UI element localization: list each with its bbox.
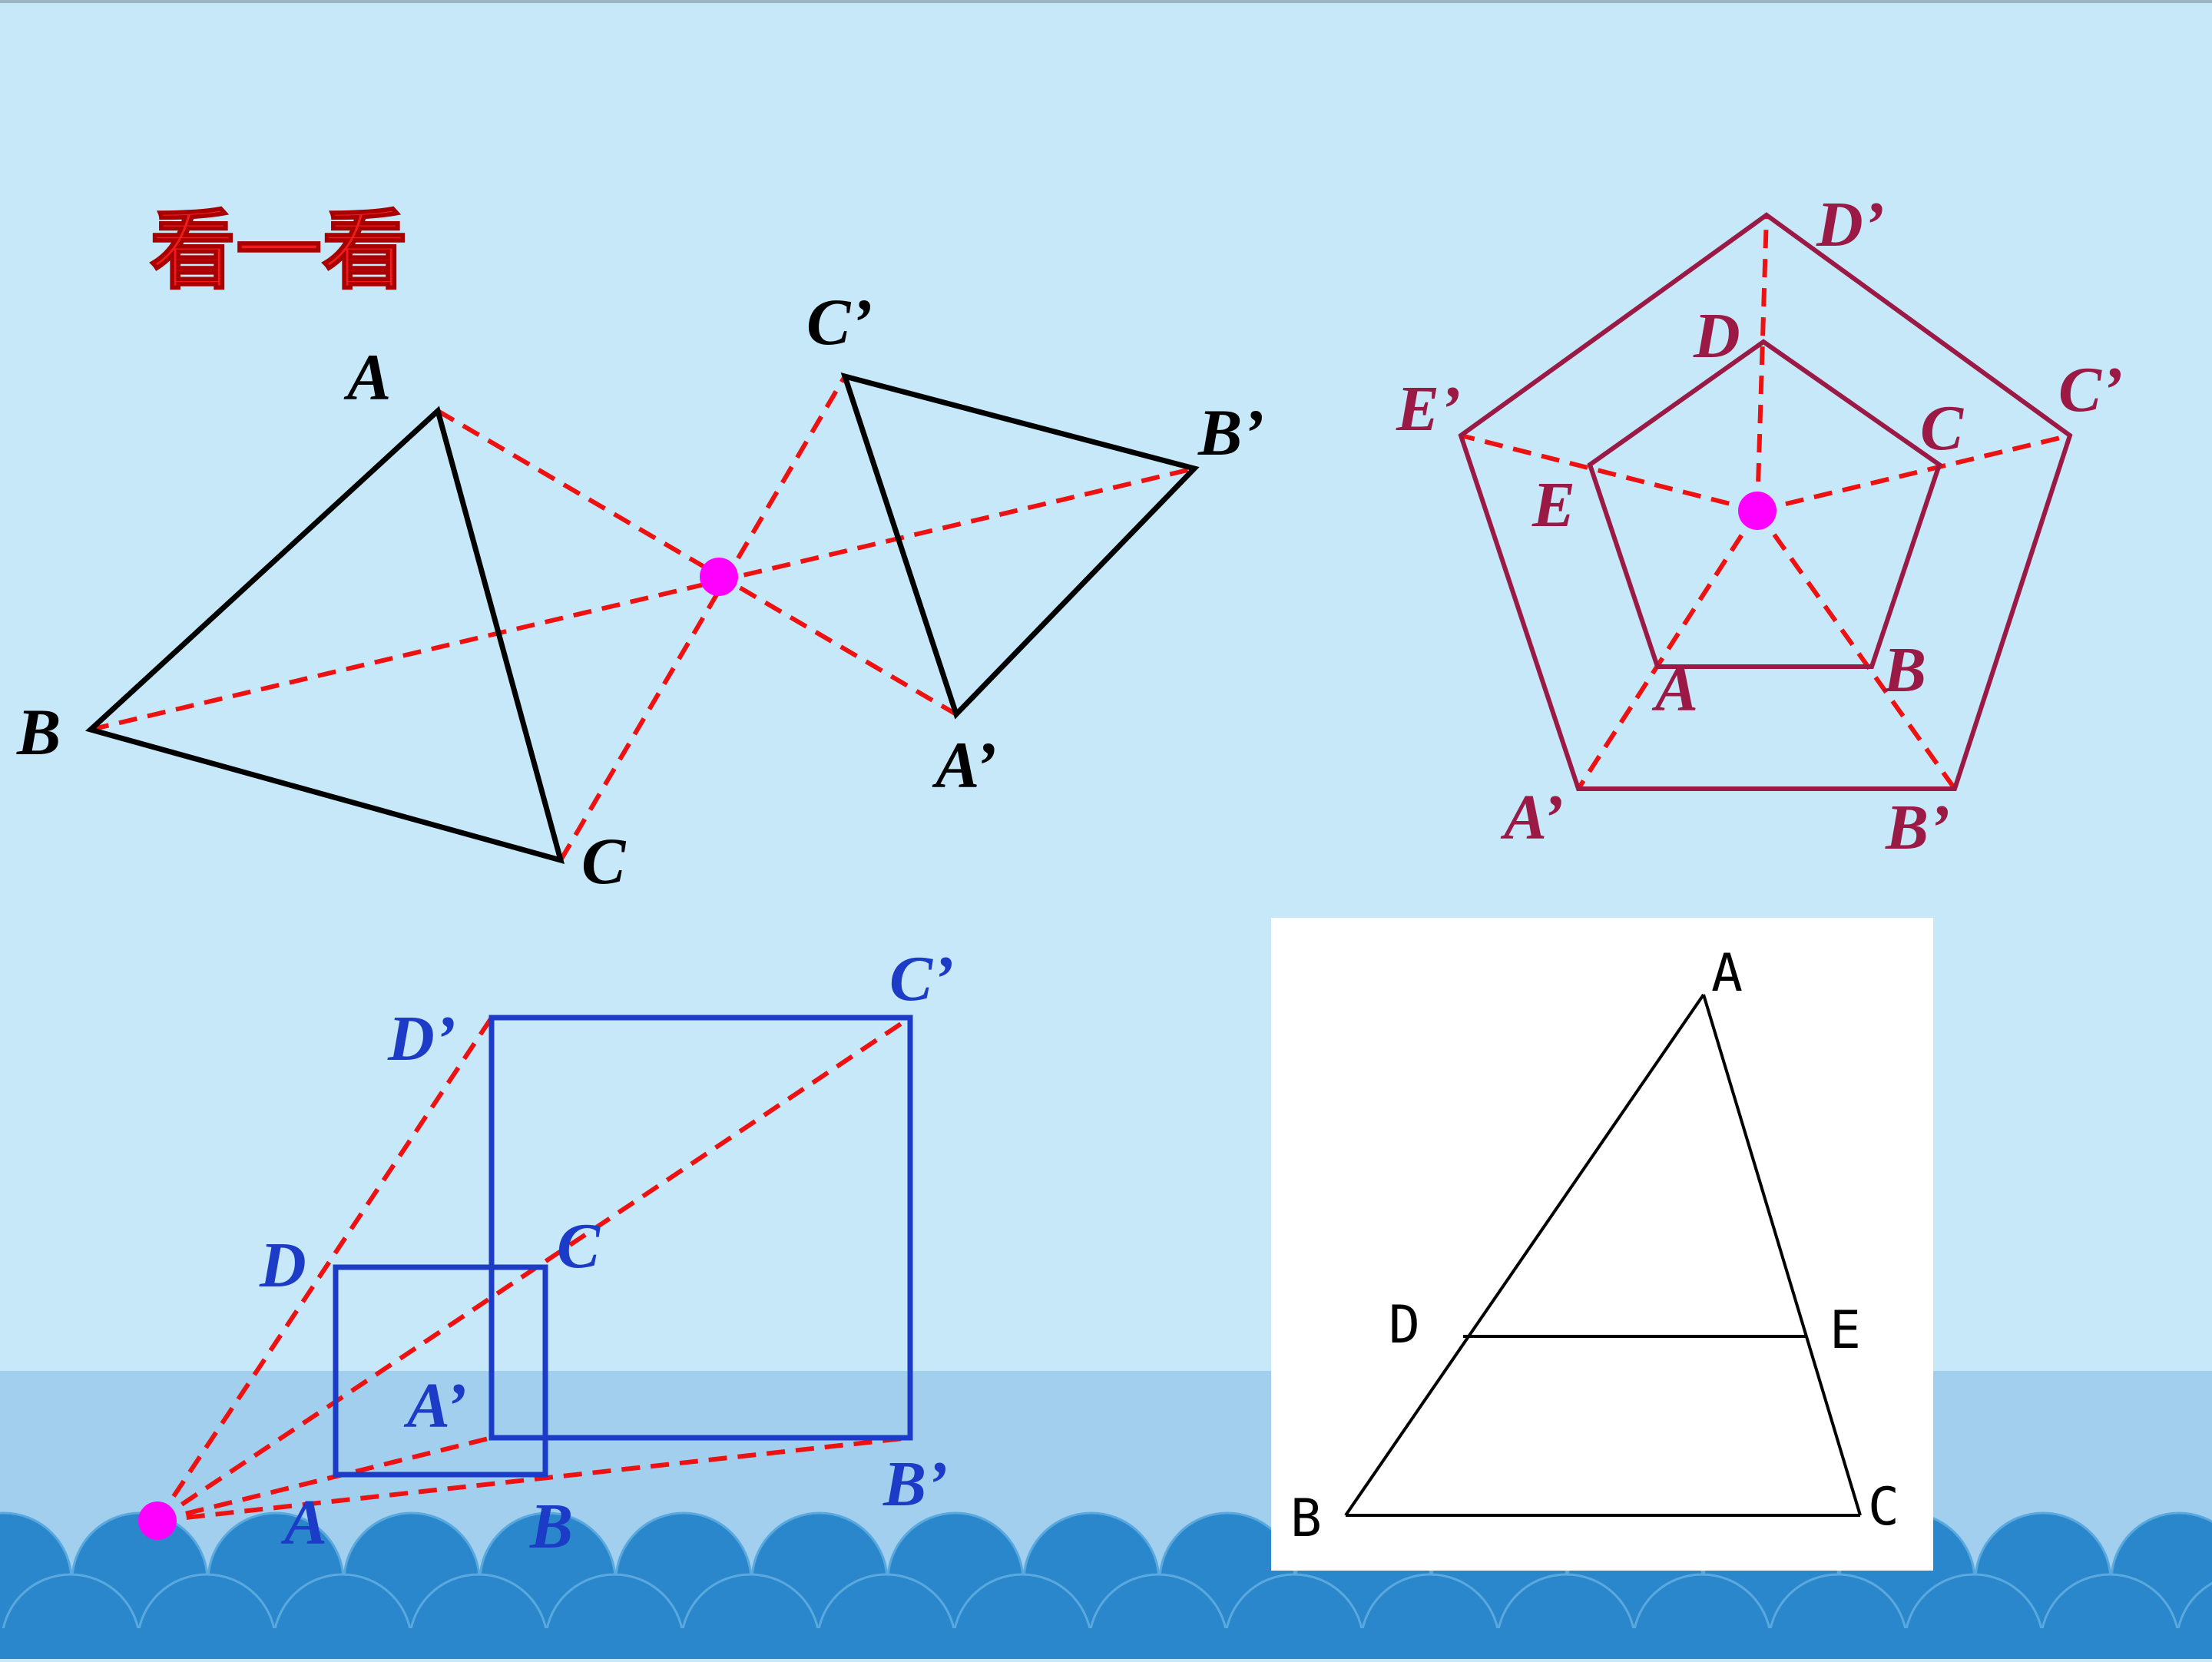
segment-ab (1344, 993, 1705, 1517)
label-tri-a1: A’ (932, 728, 997, 802)
pentagon-outer (1458, 212, 2073, 791)
label-tri-c1: C’ (806, 285, 873, 359)
label-fig-d: D (1389, 1295, 1420, 1356)
label-pent-b: B (1883, 634, 1926, 706)
square-labels: A B C D A’ B’ C’ D’ (259, 943, 954, 1562)
dashed-line-o-b1 (157, 1435, 911, 1523)
label-sq-a1: A’ (403, 1370, 467, 1442)
dashed-line-c-c1 (558, 375, 847, 862)
label-tri-b: B (16, 695, 61, 769)
dashed-line-a-a1 (436, 409, 958, 717)
label-pent-a: A (1651, 654, 1698, 725)
figure-lines (1344, 993, 1862, 1517)
label-sq-b: B (529, 1491, 573, 1562)
square-figure: A B C D A’ B’ C’ D’ (138, 943, 954, 1562)
wave-base (0, 1628, 2212, 1659)
label-sq-a: A (280, 1487, 327, 1558)
dashed-line-o-d1 (155, 1016, 494, 1522)
label-sq-b1: B’ (882, 1448, 948, 1520)
triangle-abc (84, 406, 565, 865)
label-fig-e: E (1830, 1300, 1861, 1361)
slide-title: 看一看 (150, 200, 408, 301)
dashed-line-c-c1 (1757, 433, 2071, 513)
label-pent-c: C (1920, 392, 1964, 464)
dashed-line-a-a1 (1576, 509, 1760, 790)
center-point-3 (138, 1501, 177, 1540)
center-point-2 (1738, 492, 1777, 530)
label-fig-c: C (1868, 1477, 1899, 1538)
trapezoid-figure: A B C D E (1271, 918, 1933, 1571)
figure-labels: A B C D E (1290, 943, 1899, 1549)
label-fig-b: B (1290, 1488, 1322, 1549)
square-small (333, 1264, 548, 1478)
triangle-labels: A B C A’ B’ C’ (16, 285, 1264, 898)
label-pent-e1: E’ (1396, 373, 1461, 445)
label-tri-b1: B’ (1197, 396, 1264, 469)
label-pent-b1: B’ (1885, 792, 1950, 863)
label-pent-d: D (1693, 300, 1740, 372)
wave-decoration (0, 1511, 2212, 1662)
label-pent-c1: C’ (2058, 354, 2123, 425)
label-tri-c: C (581, 824, 627, 898)
top-border (0, 0, 2212, 3)
label-tri-a: A (343, 340, 391, 414)
label-sq-c1: C’ (889, 943, 954, 1015)
dashed-line-e-e1 (1460, 433, 1758, 513)
figure-panel (1271, 918, 1933, 1571)
label-sq-c: C (557, 1210, 601, 1282)
segment-ac (1702, 994, 1862, 1516)
label-pent-a1: A’ (1500, 782, 1564, 853)
dashed-line-d-d1 (1755, 214, 1769, 512)
label-sq-d: D (259, 1230, 306, 1301)
pentagon-labels: A B C D E A’ B’ C’ D’ E’ (1396, 189, 2123, 863)
pentagon-figure: A B C D E A’ B’ C’ D’ E’ (1396, 189, 2123, 863)
pentagon-dashed-lines (1460, 214, 2071, 790)
dashed-line-b-b1 (90, 466, 1195, 732)
triangle-dashed-lines (90, 375, 1195, 862)
pentagon-inner (1587, 339, 1942, 669)
center-point-1 (700, 558, 738, 596)
triangle-a1b1c1 (840, 372, 1200, 720)
label-fig-a: A (1711, 943, 1743, 1004)
square-large (488, 1015, 913, 1441)
label-pent-e: E (1532, 469, 1575, 541)
label-pent-d1: D’ (1816, 189, 1885, 260)
label-sq-d1: D’ (387, 1003, 456, 1074)
triangle-figure: A B C A’ B’ C’ (16, 285, 1264, 898)
